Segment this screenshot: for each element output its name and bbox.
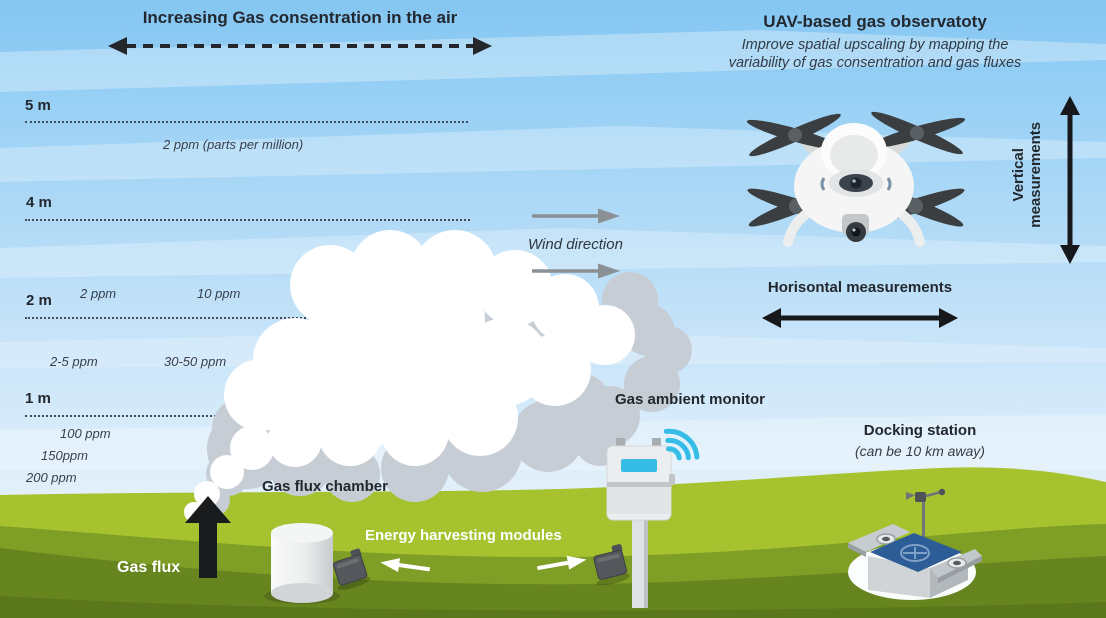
wind-arrow-bottom [532,263,620,279]
horizontal-measure-arrow [762,308,958,328]
ppm-label-above-1m-near: 2-5 ppm [50,354,98,369]
gimbal-camera-icon [842,214,869,242]
wind-arrow-top [532,208,620,224]
left-header-title: Increasing Gas consentration in the air [142,8,458,27]
gas-ambient-monitor-label: Gas ambient monitor [614,391,766,408]
gas-monitor-device [606,428,700,608]
docking-station-label: Docking station [863,422,977,439]
height-label-4m: 4 m [26,194,52,211]
horizontal-measurements-label: Horisontal measurements [767,279,953,296]
energy-module-icon [332,548,371,590]
docking-station-device [848,488,982,600]
ppm-label-5m: 2 ppm (parts per million) [163,137,304,152]
height-dotted-line-4m [25,219,470,221]
height-label-5m: 5 m [25,97,51,114]
gas-flux-label: Gas flux [117,559,181,576]
weather-sensor-icon [906,488,946,547]
dashed-range-arrow [108,37,492,55]
wind-direction-label: Wind direction [528,236,623,253]
hill-darkest [0,596,1106,618]
uav-drone-illustration [746,111,966,247]
height-dotted-line-5m [25,121,468,123]
energy-arrow-left [380,558,431,572]
gas-flux-chamber-label: Gas flux chamber [262,478,388,495]
wifi-icon [663,428,700,461]
gas-flux-chamber-cylinder [264,523,340,604]
hill-dark [0,548,1106,618]
height-dotted-line-2m [25,317,470,319]
energy-harvesting-label: Energy harvesting modules [365,527,562,544]
ppm-label-2m-far: 10 ppm [197,286,241,301]
right-header-title: UAV-based gas observatoty [763,12,987,31]
energy-module-icon [593,544,630,586]
ppm-label-2m-near: 2 ppm [80,286,117,301]
ppm-label-above-1m-far: 30-50 ppm [164,354,227,369]
ppm-label-200: 200 ppm [26,470,77,485]
docking-station-note: (can be 10 km away) [855,443,985,459]
propeller-icon [868,111,966,155]
monitor-display [621,459,657,472]
right-header-subtitle: Improve spatial upscaling by mapping the… [728,37,1022,72]
gas-flux-arrow [185,496,231,578]
vertical-measurements-label: Vertical measurements [1010,121,1044,228]
ppm-label-150: 150ppm [41,448,88,463]
height-label-1m: 1 m [25,390,51,407]
energy-arrow-right [537,555,587,571]
vertical-measure-arrow [1060,96,1080,264]
height-label-2m: 2 m [26,292,52,309]
ppm-label-100: 100 ppm [60,426,111,441]
propeller-icon [746,113,844,157]
